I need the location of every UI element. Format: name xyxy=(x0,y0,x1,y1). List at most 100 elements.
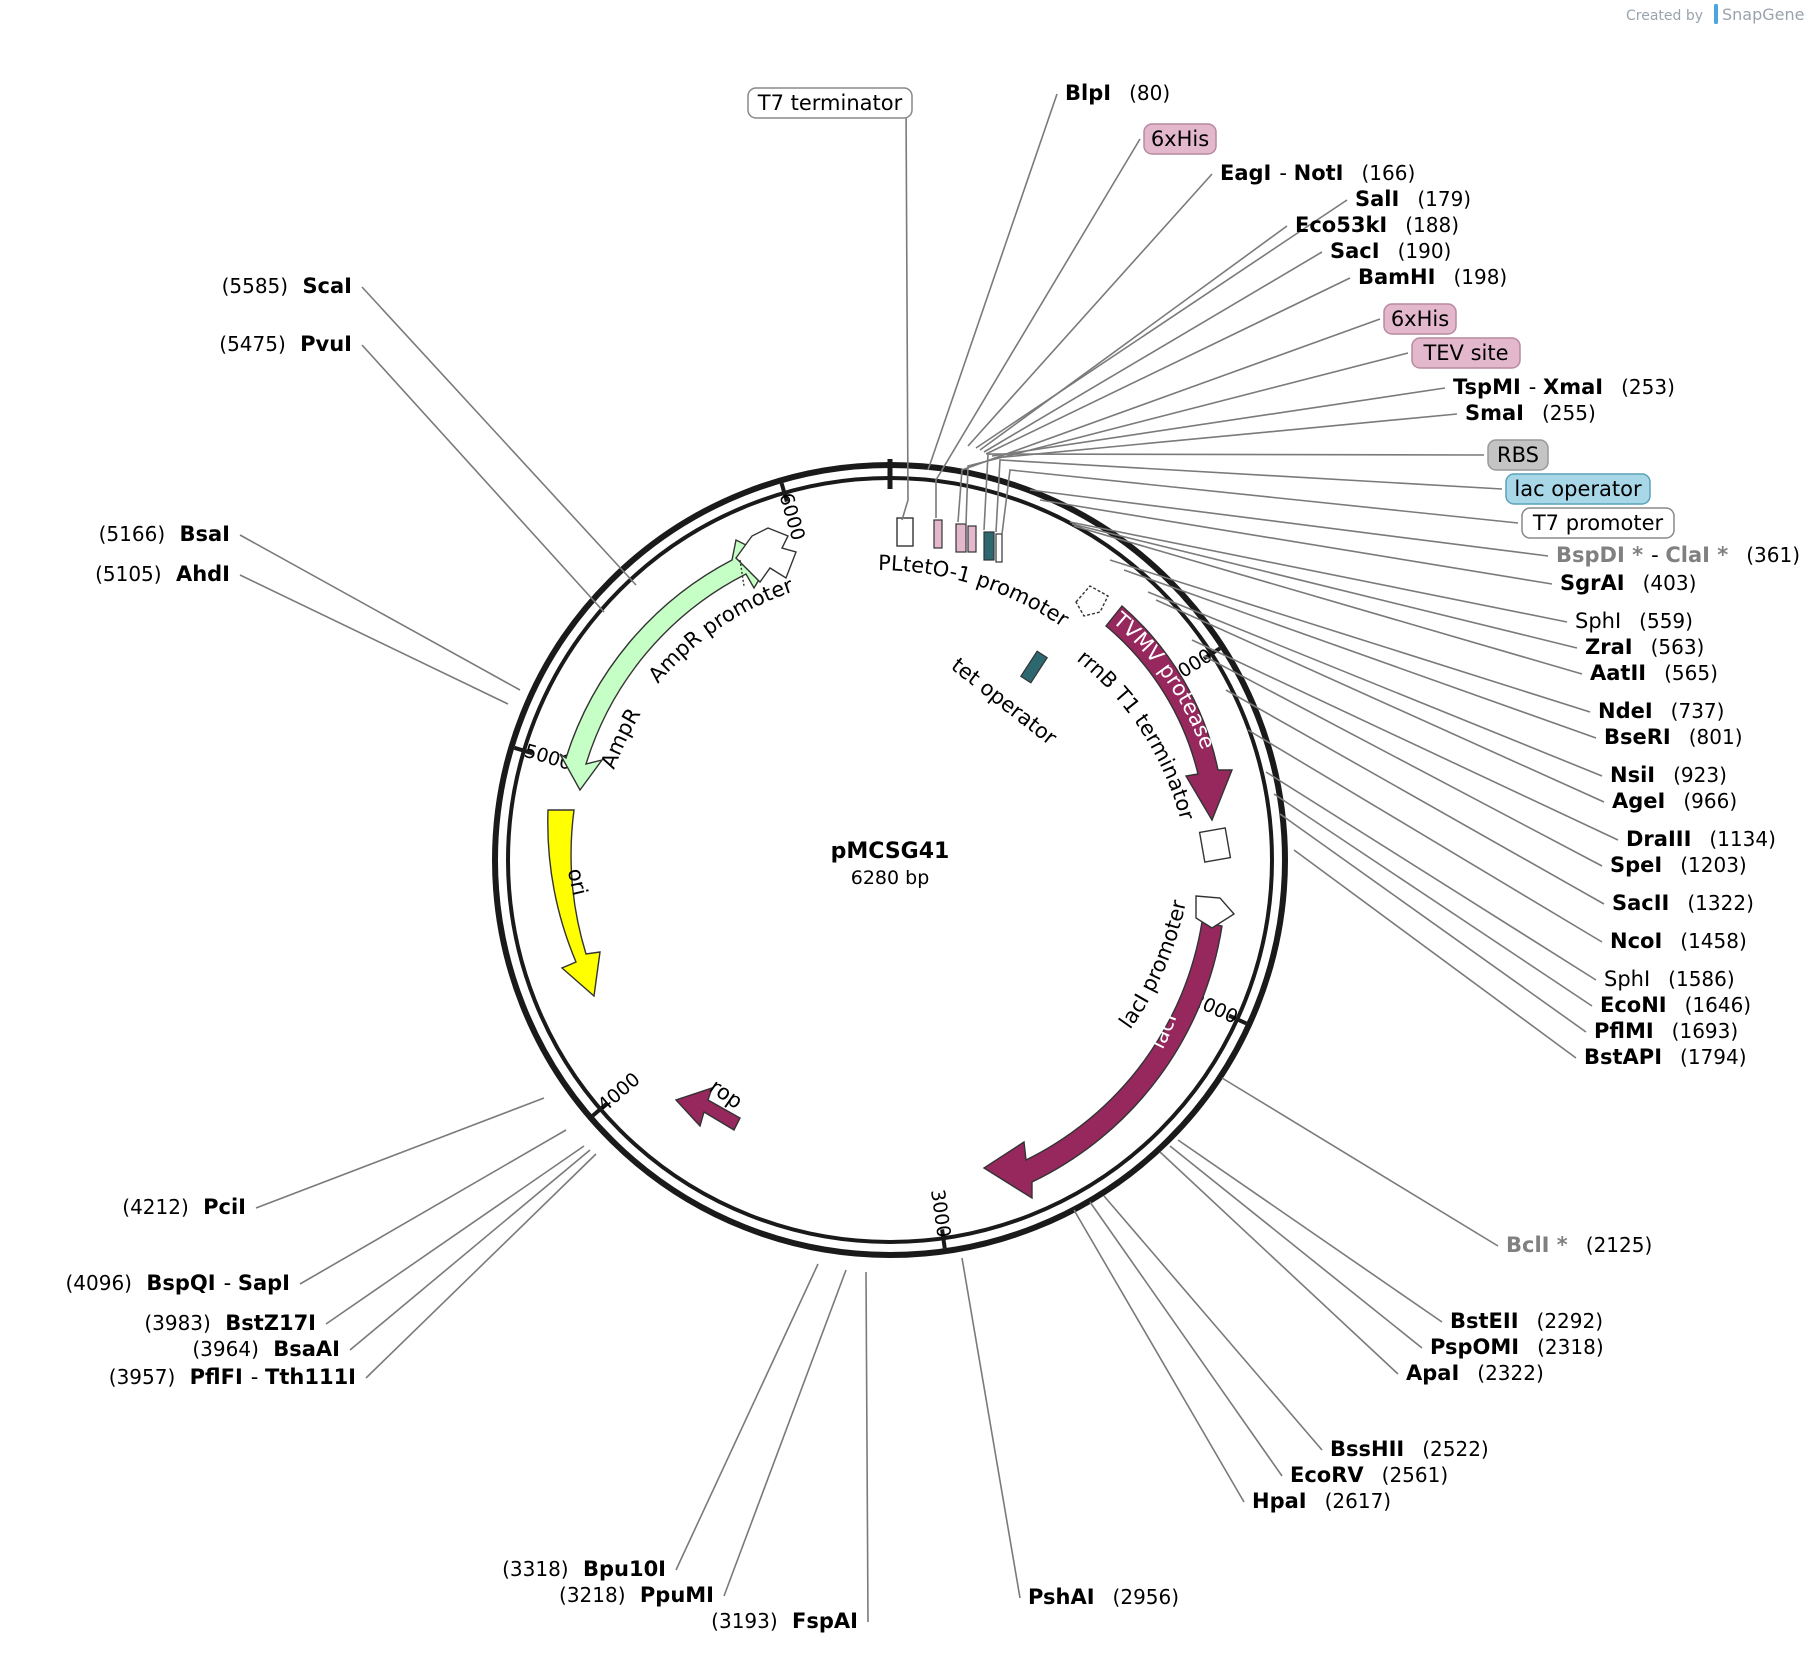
leader-line xyxy=(957,318,1381,523)
credit-brand: SnapGene xyxy=(1722,5,1804,24)
site-label: SgrAI(403) xyxy=(1560,571,1696,595)
site-position: (3218) xyxy=(559,1583,632,1607)
site-position: (1646) xyxy=(1685,993,1752,1017)
leader-line xyxy=(967,173,1213,447)
site-label: ZraI(563) xyxy=(1585,635,1704,659)
site-label-text: BspDI *- ClaI *(361) xyxy=(1556,543,1800,567)
tick-mark xyxy=(1228,1013,1248,1026)
leader-line xyxy=(965,352,1409,525)
site-label-text: (3957) PflFI- Tth111I xyxy=(109,1365,356,1389)
rop-arrow xyxy=(674,1086,741,1131)
site-label-text: (5166) BsaI xyxy=(99,522,230,546)
site-label: (3318) Bpu10I xyxy=(502,1557,666,1581)
leader-line xyxy=(1073,1209,1245,1503)
leader-line xyxy=(675,1263,819,1571)
site-label-text: EcoNI (1646) xyxy=(1600,993,1751,1017)
enzyme-name: BstZ17I xyxy=(225,1311,316,1335)
site-label: BstAPI(1794) xyxy=(1584,1045,1747,1069)
leader-line xyxy=(1123,569,1597,739)
enzyme-name: BsaI xyxy=(180,522,231,546)
enzyme-name: ZraI xyxy=(1585,635,1633,659)
site-label: PshAI(2956) xyxy=(1028,1585,1179,1609)
site-label-text: BssHII(2522) xyxy=(1330,1437,1489,1461)
site-label-text: NdeI(737) xyxy=(1598,699,1724,723)
leader-line xyxy=(361,286,637,586)
site-position: (923) xyxy=(1673,763,1727,787)
enzyme-name: BspQI xyxy=(146,1271,215,1295)
enzyme-name: BamHI xyxy=(1358,265,1435,289)
tick-mark xyxy=(591,1101,609,1118)
site-position: (1322) xyxy=(1687,891,1754,915)
leader-line xyxy=(325,1145,585,1325)
leader-line xyxy=(991,387,1446,457)
enzyme-name: AhdI xyxy=(176,562,230,586)
tev-site-block xyxy=(955,523,967,553)
leader-line xyxy=(1147,591,1603,777)
his-tag-tag-2 xyxy=(1383,303,1457,335)
site-position: (565) xyxy=(1664,661,1718,685)
site-label-text: SmaI(255) xyxy=(1465,401,1596,425)
site-position: (198) xyxy=(1453,265,1507,289)
enzyme-name: EcoNI xyxy=(1600,993,1667,1017)
t7-promoter-block xyxy=(995,533,1003,563)
leader-line xyxy=(1039,499,1553,585)
site-position: (4212) xyxy=(122,1195,195,1219)
site-label: SpeI(1203) xyxy=(1610,853,1747,877)
site-label-text: SalI(179) xyxy=(1355,187,1471,211)
leader-line xyxy=(985,277,1351,455)
enzyme-name: BssHII xyxy=(1330,1437,1404,1461)
t7-terminator-tag xyxy=(747,87,913,119)
leader-line xyxy=(979,225,1288,451)
site-label-text: ZraI(563) xyxy=(1585,635,1704,659)
site-label-text: (4212) PciI xyxy=(122,1195,246,1219)
enzyme-name: BsaAI xyxy=(273,1337,340,1361)
site-position: (3964) xyxy=(192,1337,265,1361)
site-position: (966) xyxy=(1683,789,1737,813)
leader-line xyxy=(961,1257,1021,1599)
site-label: (5475) PvuI xyxy=(219,332,352,356)
site-label: (4096) BspQI- SapI xyxy=(65,1271,290,1295)
tick-mark xyxy=(940,1229,947,1249)
enzyme-name: Bpu10I xyxy=(583,1557,666,1581)
site-position: (1134) xyxy=(1709,827,1776,851)
tvmv-protease-arrow xyxy=(1105,604,1234,822)
leader-line xyxy=(1159,1151,1399,1375)
site-position: (166) xyxy=(1362,161,1416,185)
his-tag-block xyxy=(933,519,943,549)
plasmid-name: pMCSG41 xyxy=(831,839,950,864)
leader-line xyxy=(1109,559,1591,713)
site-label-text: BlpI(80) xyxy=(1065,81,1170,105)
site-label-text: (3218) PpuMI xyxy=(559,1583,714,1607)
site-label-text: (3983) BstZ17I xyxy=(144,1311,316,1335)
site-label: NdeI(737) xyxy=(1598,699,1724,723)
leader-line xyxy=(1225,689,1605,905)
leader-line xyxy=(927,93,1058,471)
leader-line xyxy=(1029,489,1549,557)
site-label-text: (3964) BsaAI xyxy=(192,1337,340,1361)
site-label-text: (5475) PvuI xyxy=(219,332,352,356)
site-label-text: SgrAI(403) xyxy=(1560,571,1696,595)
leader-line xyxy=(1089,1201,1283,1477)
laci-arrow xyxy=(982,921,1223,1200)
leader-line xyxy=(239,574,509,705)
site-label: SphI(559) xyxy=(1575,609,1693,633)
leader-line xyxy=(1203,655,1603,867)
enzyme-name: PvuI xyxy=(300,332,352,356)
site-position: (1693) xyxy=(1672,1019,1739,1043)
site-label: HpaI(2617) xyxy=(1252,1489,1391,1513)
site-position: (4096) xyxy=(65,1271,138,1295)
enzyme-name: ApaI xyxy=(1406,1361,1459,1385)
site-label-text: (3193) FspAI xyxy=(711,1609,858,1633)
site-label-text: DraIII(1134) xyxy=(1626,827,1776,851)
site-label: BstEII(2292) xyxy=(1450,1309,1603,1333)
leader-line xyxy=(865,1271,869,1623)
site-label-text: (5105) AhdI xyxy=(95,562,230,586)
site-label: PflMI(1693) xyxy=(1594,1019,1738,1043)
site-label: (3218) PpuMI xyxy=(559,1583,714,1607)
site-position: (2322) xyxy=(1477,1361,1544,1385)
enzyme-name: PpuMI xyxy=(640,1583,714,1607)
tev-site-text: TEV site xyxy=(1422,341,1508,365)
site-label: TspMI- XmaI(253) xyxy=(1453,375,1675,399)
enzyme-name: AgeI xyxy=(1612,789,1665,813)
